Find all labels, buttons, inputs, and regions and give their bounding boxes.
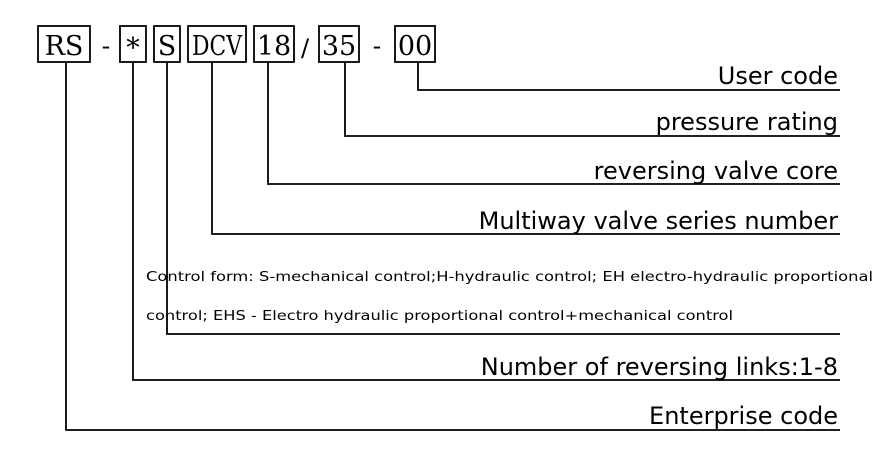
label-enterprise-code: Enterprise code xyxy=(649,402,838,430)
segment-box-user xyxy=(394,25,436,63)
segment-box-core xyxy=(253,25,295,63)
segment-box-series xyxy=(187,25,247,63)
label-series-number: Multiway valve series number xyxy=(479,207,839,235)
leader-series-number xyxy=(211,62,840,235)
label-pressure-rating: pressure rating xyxy=(656,108,838,136)
label-reversing-core: reversing valve core xyxy=(594,157,838,185)
segment-core: 18 xyxy=(257,31,291,62)
leader-user-code xyxy=(417,62,840,91)
separator-dash-1: - xyxy=(102,32,111,60)
label-reversing-links: Number of reversing links:1-8 xyxy=(481,353,838,381)
segment-user: 00 xyxy=(398,31,432,62)
label-control-form-line-1: Control form: S-mechanical control;H-hyd… xyxy=(146,269,873,285)
separator-slash: / xyxy=(301,34,310,62)
leader-reversing-core xyxy=(267,62,840,185)
segment-box-pressure xyxy=(318,25,360,63)
separator-dash-2: - xyxy=(373,32,382,60)
segment-series: DCV xyxy=(192,31,242,62)
segment-box-rs xyxy=(37,25,91,63)
label-control-form-line-2: control; EHS - Electro hydraulic proport… xyxy=(146,308,733,324)
leader-reversing-links xyxy=(132,62,840,381)
segment-control: S xyxy=(158,31,177,62)
leader-enterprise-code xyxy=(65,62,840,431)
segment-links: * xyxy=(126,33,140,64)
leader-pressure-rating xyxy=(344,62,840,137)
segment-pressure: 35 xyxy=(322,31,356,62)
leader-control-form xyxy=(166,62,840,335)
label-user-code: User code xyxy=(718,62,838,90)
segment-rs: RS xyxy=(45,31,84,62)
